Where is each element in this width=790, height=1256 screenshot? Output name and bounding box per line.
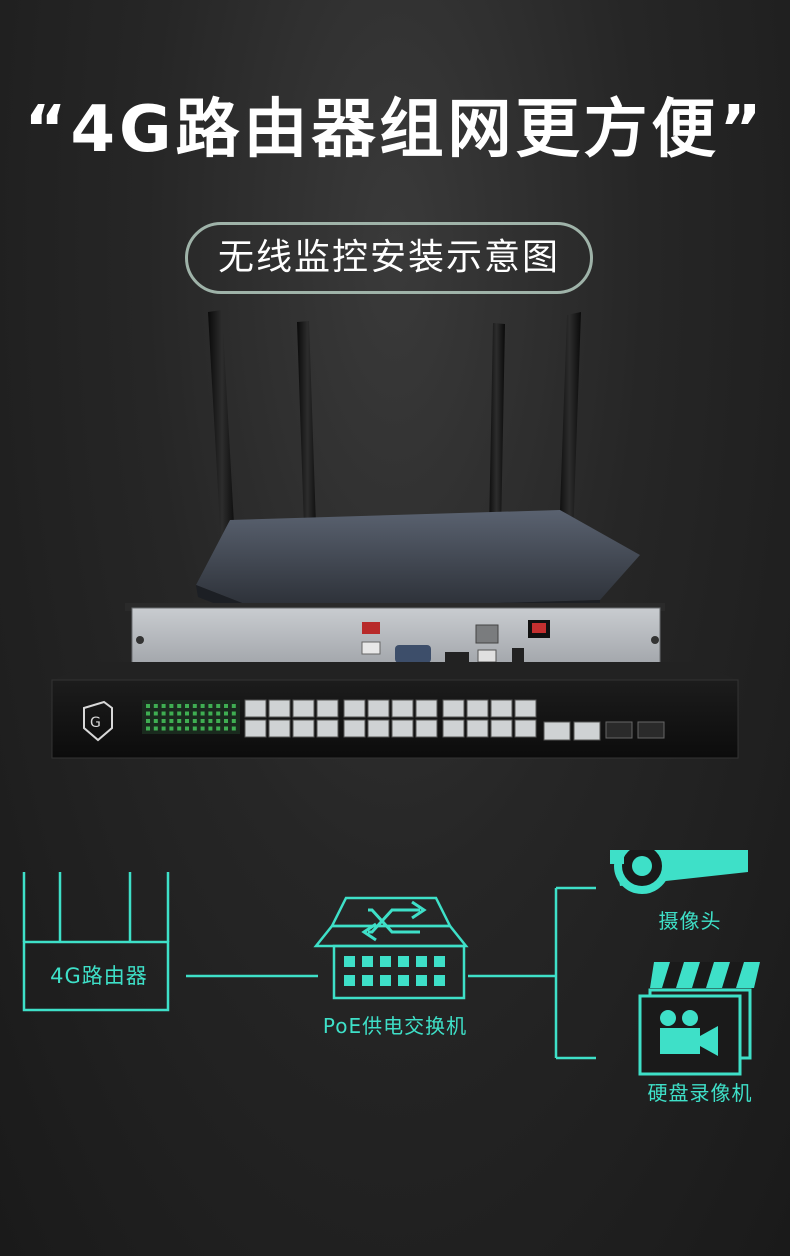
rj45-port	[367, 699, 390, 718]
status-led	[231, 704, 236, 708]
status-led	[200, 704, 205, 708]
status-led	[231, 719, 236, 723]
status-led	[153, 704, 158, 708]
status-led	[185, 726, 189, 731]
status-led	[208, 719, 213, 723]
switch-led-panel	[142, 700, 240, 734]
headline: “4G路由器组网更方便”	[24, 93, 766, 167]
switch-icon	[313, 896, 469, 1000]
status-led	[161, 726, 166, 731]
camera-label: 摄像头	[658, 909, 722, 933]
status-led	[177, 711, 182, 716]
rj45-port	[415, 699, 438, 718]
switch-label: PoE供电交换机	[322, 1014, 468, 1038]
rj45-port	[490, 719, 513, 738]
status-led	[169, 726, 174, 731]
status-led	[200, 719, 205, 723]
status-led	[185, 704, 189, 708]
rj45-port	[391, 699, 414, 718]
nvr-device	[125, 603, 665, 671]
status-led	[216, 704, 221, 708]
status-led	[216, 719, 221, 723]
status-led	[224, 726, 228, 731]
topology-diagram	[22, 850, 760, 1076]
status-led	[146, 719, 150, 723]
status-led	[216, 711, 221, 716]
router-label: 4G路由器	[50, 964, 148, 988]
rj45-port	[442, 719, 465, 738]
rj45-port	[343, 719, 366, 738]
rj45-port	[292, 699, 315, 718]
status-led	[192, 726, 197, 731]
rj45-port	[415, 719, 438, 738]
switch-icon-ports	[344, 956, 445, 986]
status-led	[153, 711, 158, 716]
status-led	[224, 719, 228, 723]
rj45-port	[367, 719, 390, 738]
rj45-port	[316, 719, 339, 738]
status-led	[192, 719, 197, 723]
status-led	[177, 719, 182, 723]
status-led	[231, 726, 236, 731]
status-led	[200, 711, 205, 716]
status-led	[161, 711, 166, 716]
rj45-port	[244, 699, 267, 718]
status-led	[169, 704, 174, 708]
status-led	[146, 726, 150, 731]
rj45-port	[316, 699, 339, 718]
svg-text:G: G	[90, 715, 101, 731]
rj45-port	[268, 719, 291, 738]
subtitle-pill: 无线监控安装示意图	[185, 222, 593, 294]
status-led	[146, 704, 150, 708]
camera-icon	[610, 850, 748, 894]
rj45-port	[391, 719, 414, 738]
status-led	[169, 719, 174, 723]
switch-port-array	[244, 699, 537, 738]
rj45-port	[244, 719, 267, 738]
rj45-port	[268, 699, 291, 718]
nvr-icon	[638, 962, 760, 1076]
rj45-port	[514, 699, 537, 718]
product-illustration: G	[51, 310, 739, 759]
status-led	[161, 719, 166, 723]
nvr-label: 硬盘录像机	[647, 1081, 753, 1105]
status-led	[177, 704, 182, 708]
status-led	[153, 726, 158, 731]
status-led	[169, 711, 174, 716]
rj45-port	[466, 699, 489, 718]
rj45-port	[514, 719, 537, 738]
status-led	[231, 711, 236, 716]
status-led	[224, 711, 228, 716]
router-schematic-icon	[22, 872, 170, 1012]
status-led	[185, 711, 189, 716]
status-led	[161, 704, 166, 708]
status-led	[153, 719, 158, 723]
status-led	[177, 726, 182, 731]
status-led	[185, 719, 189, 723]
rj45-port	[466, 719, 489, 738]
status-led	[192, 704, 197, 708]
switch-device: G	[51, 662, 739, 759]
status-led	[200, 726, 205, 731]
status-led	[192, 711, 197, 716]
status-led	[208, 726, 213, 731]
status-led	[146, 711, 150, 716]
status-led	[208, 711, 213, 716]
rj45-port	[343, 699, 366, 718]
subtitle-text: 无线监控安装示意图	[217, 237, 560, 278]
status-led	[224, 704, 228, 708]
rj45-port	[490, 699, 513, 718]
rj45-port	[292, 719, 315, 738]
status-led	[208, 704, 213, 708]
status-led	[216, 726, 221, 731]
rj45-port	[442, 699, 465, 718]
